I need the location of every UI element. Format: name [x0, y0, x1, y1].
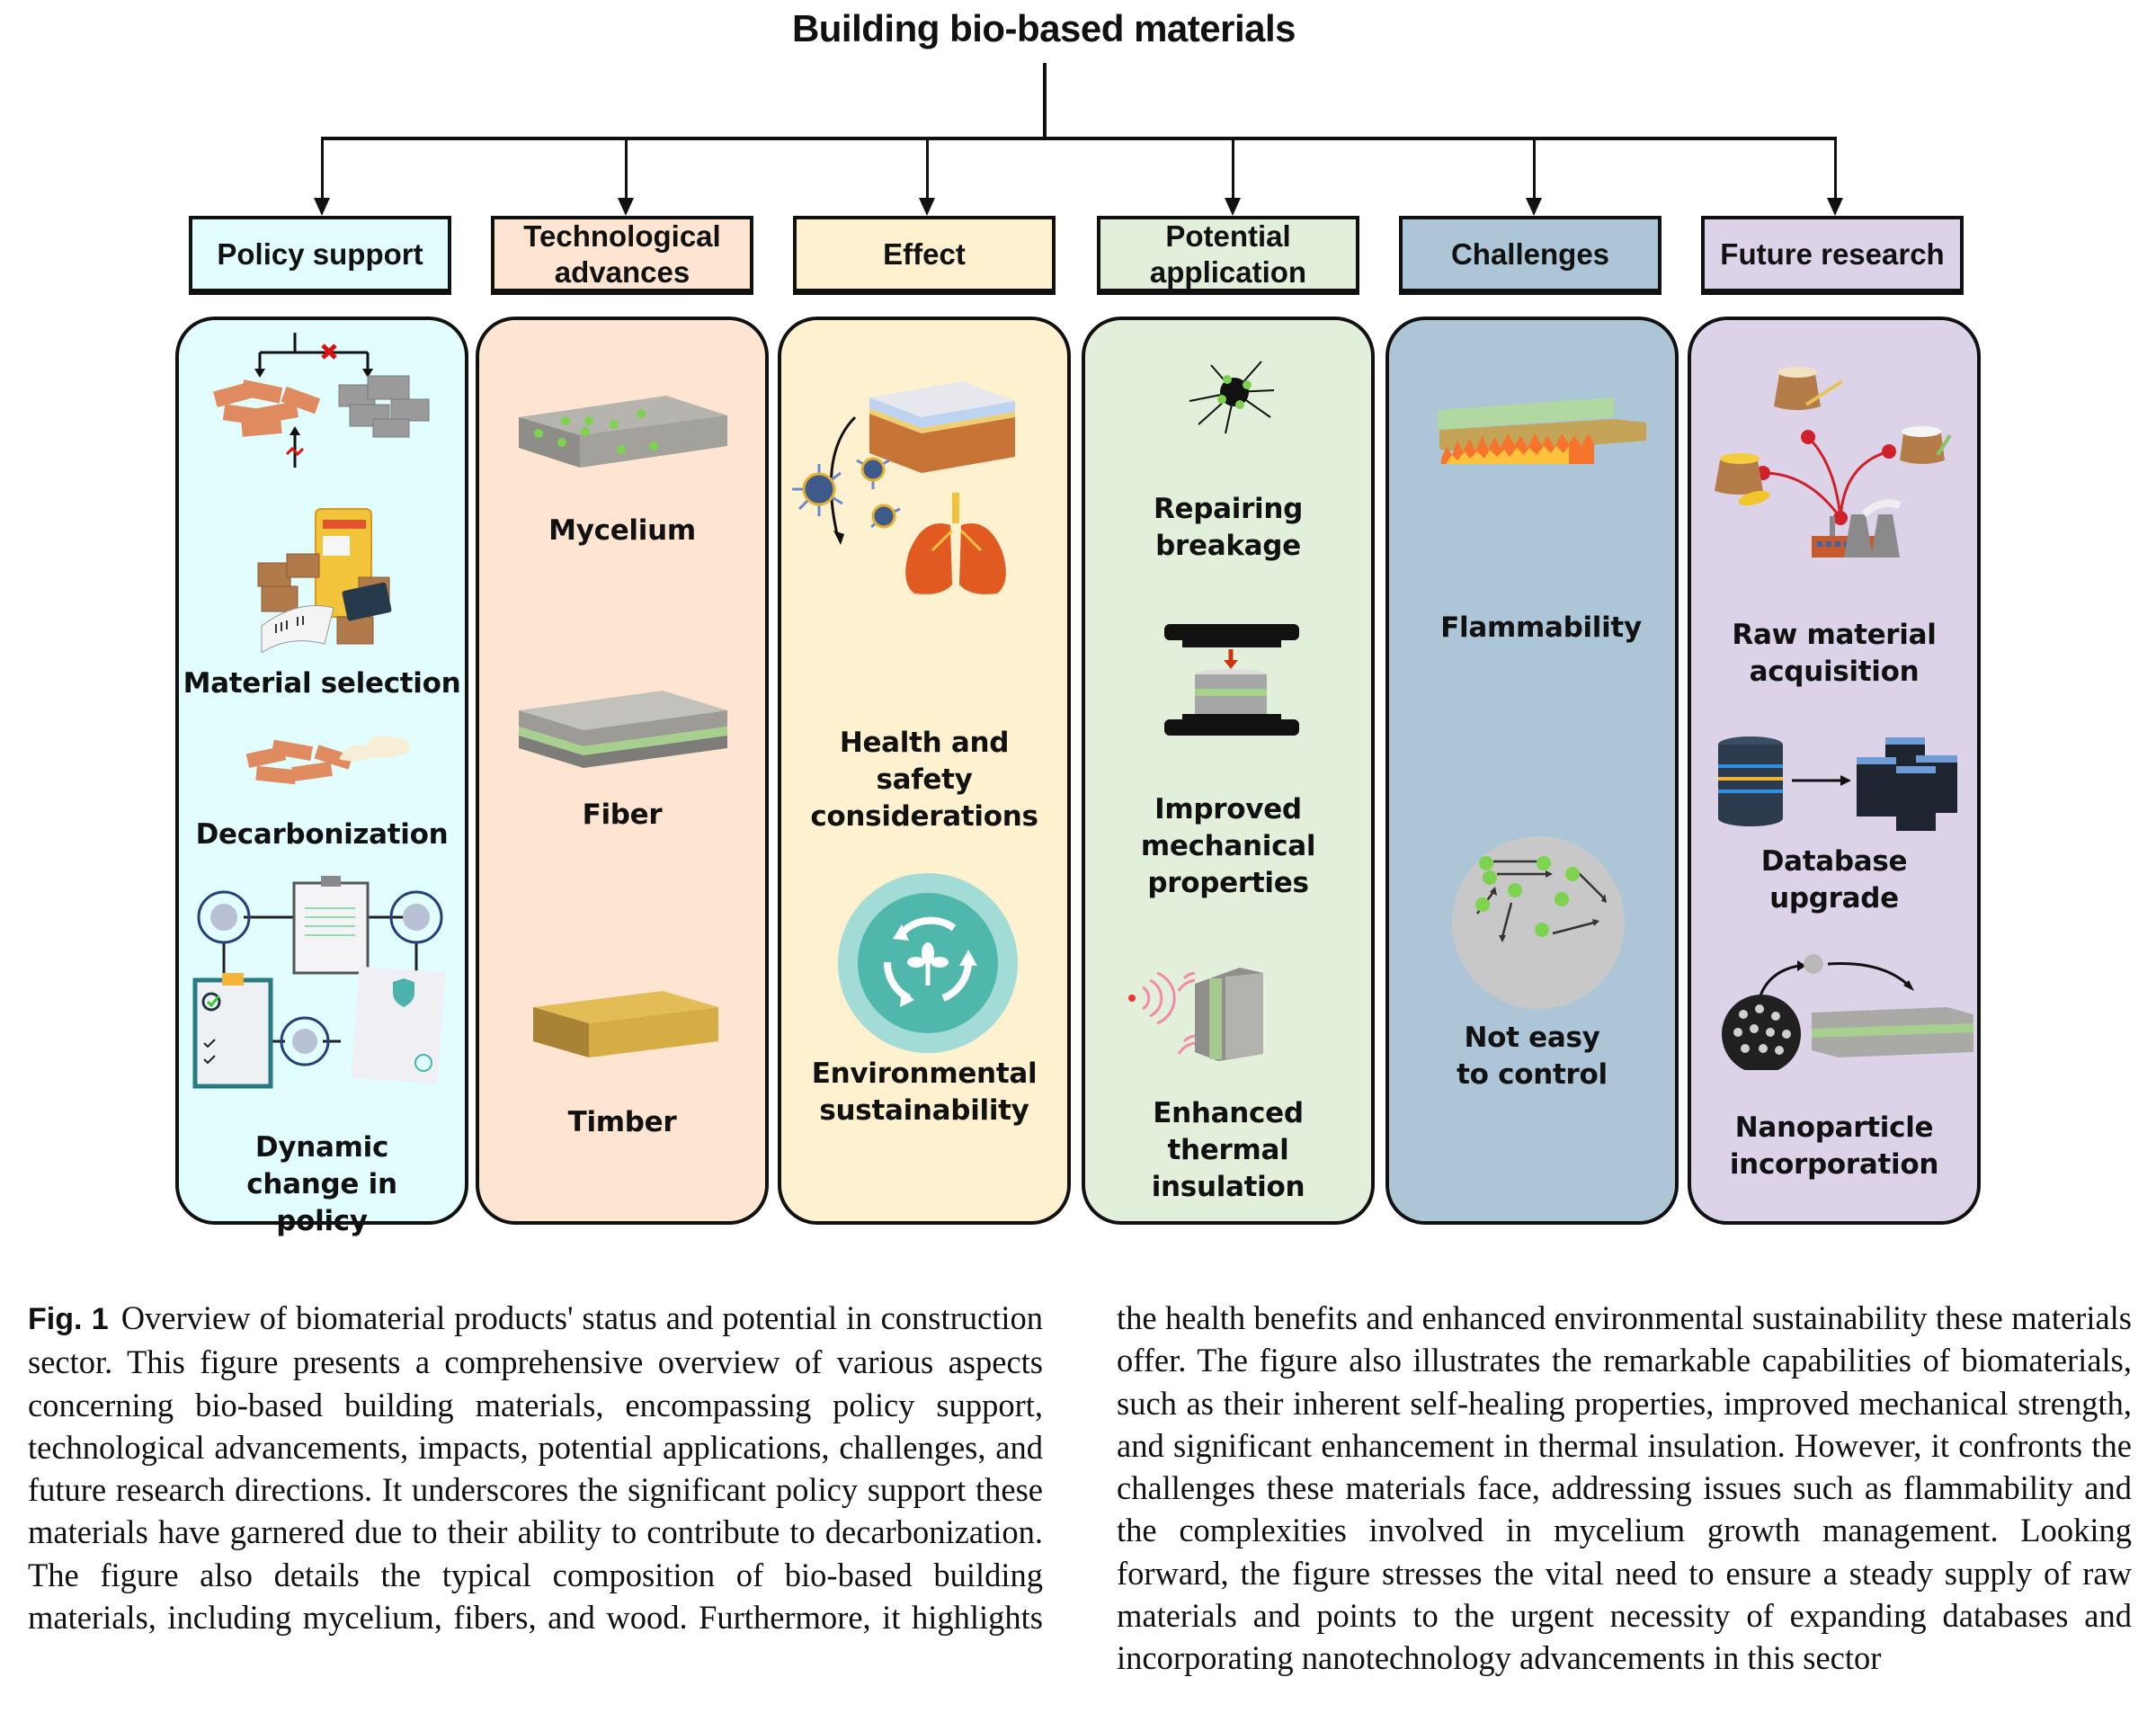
branch-line-policy: [321, 137, 324, 200]
arrow-challenges: [1526, 198, 1542, 216]
item-label-not-easy-to-control: Not easy to control: [1457, 1022, 1608, 1091]
item-label-fiber: Fiber: [582, 799, 663, 831]
item-label-decarbonization: Decarbonization: [195, 818, 449, 851]
item-label-database-upgrade: Database upgrade: [1760, 845, 1908, 915]
fire-layers-icon: [1438, 397, 1646, 464]
panel-future-research: Raw material acquisition Database upgrad…: [1688, 317, 1981, 1225]
panel-policy-support: Material selection Decarbonization Dynam…: [175, 317, 468, 1237]
item-label-nanoparticle-incorporation: Nanoparticle incorporation: [1729, 1111, 1939, 1181]
diagram-title: Building bio-based materials: [791, 7, 1296, 49]
brick-vs-concrete-choice-icon: [213, 333, 430, 468]
header-effect: Effect: [793, 216, 1056, 295]
header-potential-application: Potential application: [1097, 216, 1359, 295]
panel-technological-advances: Mycelium Fiber Timber: [476, 317, 769, 1225]
item-label-timber: Timber: [567, 1106, 677, 1138]
panel-effect: Health and safety considerations Environ…: [778, 317, 1071, 1225]
fiber-layers-icon: [519, 691, 727, 768]
nanoparticle-layers-icon: [1722, 954, 1973, 1070]
item-label-repairing-breakage: Repairing breakage: [1153, 493, 1304, 562]
panel-potential-application: Repairing breakage Improved mechanical p…: [1082, 317, 1375, 1225]
trunk-line: [1043, 63, 1047, 140]
item-label-raw-material-acquisition: Raw material acquisition: [1732, 619, 1937, 688]
arrow-future: [1827, 198, 1843, 216]
branch-line-effect: [926, 137, 929, 200]
branch-line-future: [1834, 137, 1837, 200]
branch-line-application: [1232, 137, 1234, 200]
arrow-policy: [314, 198, 330, 216]
branch-line-challenges: [1533, 137, 1536, 200]
item-label-material-selection: Material selection: [183, 667, 461, 700]
arrow-effect: [919, 198, 935, 216]
item-label-health-and-safety: Health and safety considerations: [810, 727, 1038, 833]
item-label-enhanced-thermal-insulation: Enhanced thermal insulation: [1151, 1097, 1305, 1203]
arrow-application: [1225, 198, 1241, 216]
bricks-smoke-icon: [245, 735, 410, 785]
item-label-dynamic-change-in-policy: Dynamic change in policy: [246, 1131, 397, 1237]
virus-lungs-icon: [792, 381, 1015, 594]
header-future-research: Future research: [1701, 216, 1964, 295]
caption-text: Overview of biomaterial products' status…: [28, 1299, 2132, 1677]
policy-documents-gears-icon: [192, 876, 446, 1089]
figure-label: Fig. 1: [28, 1302, 109, 1336]
header-policy-support: Policy support: [189, 216, 451, 295]
database-servers-icon: [1718, 736, 1957, 831]
recycle-plant-icon: [838, 873, 1018, 1053]
header-technological-advances: Technological advances: [491, 216, 753, 295]
item-label-flammability: Flammability: [1440, 611, 1642, 644]
grain-sacks-factory-icon: [1715, 367, 1952, 558]
branch-line-tech: [625, 137, 628, 200]
panel-challenges: Flammability Not easy to control: [1385, 317, 1679, 1225]
shopping-materials-icon: [257, 508, 392, 653]
thermal-waves-panel-icon: [1128, 968, 1263, 1061]
compression-test-icon: [1164, 624, 1299, 736]
item-label-mycelium: Mycelium: [548, 514, 696, 547]
branch-bar: [321, 137, 1837, 140]
mycelium-block-icon: [519, 396, 727, 468]
timber-block-icon: [533, 991, 718, 1057]
item-label-improved-mechanical-properties: Improved mechanical properties: [1140, 793, 1316, 899]
random-particles-icon: [1452, 836, 1625, 1009]
arrow-tech: [618, 198, 634, 216]
header-challenges: Challenges: [1399, 216, 1662, 295]
crack-repair-icon: [1189, 361, 1275, 434]
item-label-environmental-sustainability: Environmental sustainability: [811, 1057, 1038, 1127]
